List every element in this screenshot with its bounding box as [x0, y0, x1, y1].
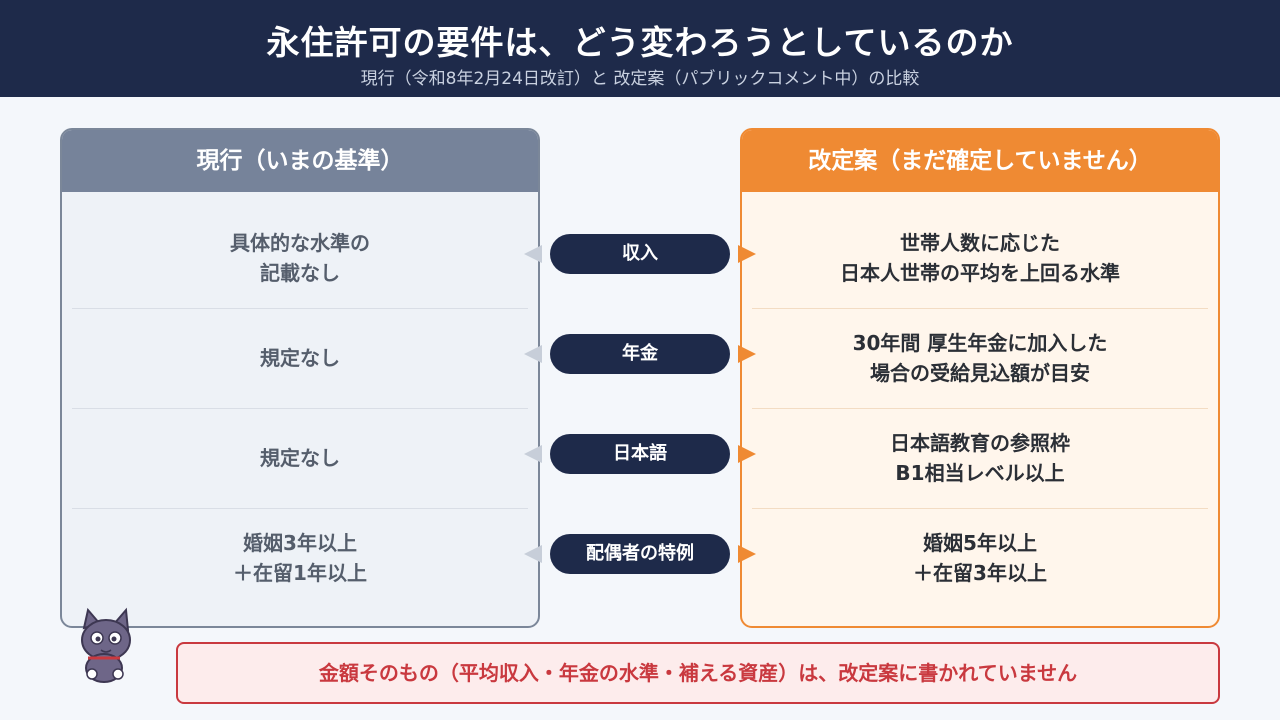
proposed-panel: 改定案（まだ確定していません） 世帯人数に応じた日本人世帯の平均を上回る水準 3…	[740, 128, 1220, 628]
arrow-right-icon	[738, 345, 756, 363]
divider	[72, 308, 528, 309]
category-income: 収入	[550, 234, 730, 274]
divider	[72, 508, 528, 509]
current-row-pension: 規定なし	[260, 346, 340, 370]
arrow-left-icon	[524, 345, 542, 363]
page-title: 永住許可の要件は、どう変わろうとしているのか	[266, 23, 1014, 62]
divider	[752, 308, 1208, 309]
current-row-income: 具体的な水準の記載なし	[230, 231, 370, 285]
arrow-right-icon	[738, 545, 756, 563]
category-pension: 年金	[550, 334, 730, 374]
current-row-japanese: 規定なし	[260, 446, 340, 470]
current-panel-title: 現行（いまの基準）	[62, 130, 538, 192]
proposed-row-spouse: 婚姻5年以上＋在留3年以上	[913, 531, 1047, 585]
page-subtitle: 現行（令和8年2月24日改訂）と 改定案（パブリックコメント中）の比較	[360, 69, 920, 89]
current-row-spouse: 婚姻3年以上＋在留1年以上	[233, 531, 367, 585]
category-japanese: 日本語	[550, 434, 730, 474]
proposed-row-income: 世帯人数に応じた日本人世帯の平均を上回る水準	[840, 231, 1120, 285]
divider	[72, 408, 528, 409]
proposed-row-pension: 30年間 厚生年金に加入した場合の受給見込額が目安	[852, 331, 1108, 385]
arrow-right-icon	[738, 245, 756, 263]
cat-mascot-icon	[81, 607, 131, 683]
divider	[752, 508, 1208, 509]
arrow-left-icon	[524, 545, 542, 563]
divider	[752, 408, 1208, 409]
warning-note: 金額そのもの（平均収入・年金の水準・補える資産）は、改定案に書かれていません	[176, 642, 1220, 704]
category-spouse-exception: 配偶者の特例	[550, 534, 730, 574]
arrow-right-icon	[738, 445, 756, 463]
arrow-left-icon	[524, 445, 542, 463]
current-panel: 現行（いまの基準） 具体的な水準の記載なし 規定なし 規定なし 婚姻3年以上＋在…	[60, 128, 540, 628]
proposed-panel-title: 改定案（まだ確定していません）	[742, 130, 1218, 192]
arrow-left-icon	[524, 245, 542, 263]
header-banner: 永住許可の要件は、どう変わろうとしているのか 現行（令和8年2月24日改訂）と …	[0, 0, 1280, 97]
